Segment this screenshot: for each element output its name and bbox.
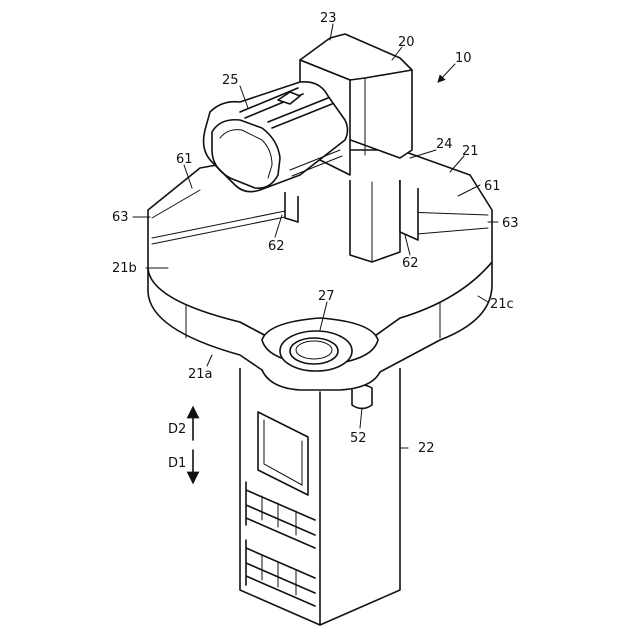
label-24: 24 xyxy=(436,137,453,152)
label-d1: D1 xyxy=(168,456,186,471)
label-63-right: 63 xyxy=(502,216,519,231)
label-21b: 21b xyxy=(112,261,137,276)
label-52: 52 xyxy=(350,431,367,446)
label-d2: D2 xyxy=(168,422,186,437)
label-10: 10 xyxy=(455,51,472,66)
label-21: 21 xyxy=(462,144,479,159)
label-62-left: 62 xyxy=(268,239,285,254)
label-61-right: 61 xyxy=(484,179,501,194)
label-21c: 21c xyxy=(490,297,514,312)
label-21a: 21a xyxy=(188,367,213,382)
label-61-left: 61 xyxy=(176,152,193,167)
label-62-right: 62 xyxy=(402,256,419,271)
label-22: 22 xyxy=(418,441,435,456)
label-27: 27 xyxy=(318,289,335,304)
label-63-left: 63 xyxy=(112,210,129,225)
label-23: 23 xyxy=(320,11,337,26)
stem-housing-22 xyxy=(240,368,400,625)
label-20: 20 xyxy=(398,35,415,50)
label-25: 25 xyxy=(222,73,239,88)
